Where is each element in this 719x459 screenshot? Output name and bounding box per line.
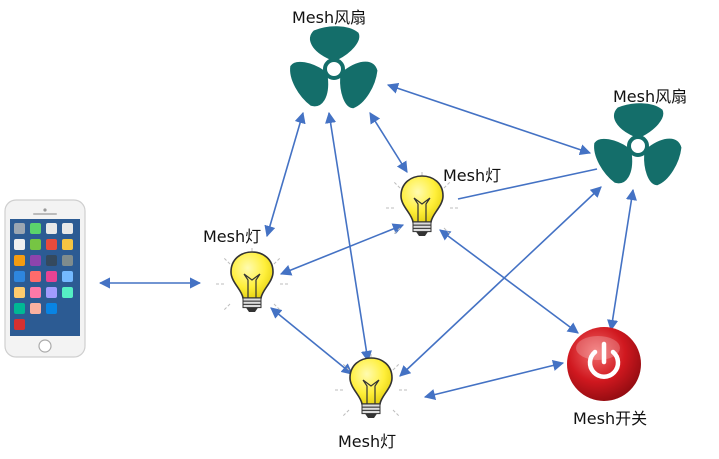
- connections: [98, 82, 637, 401]
- edge-fan-right-switch: [607, 188, 637, 332]
- edge-fan-top-fan-right: [386, 82, 592, 156]
- bulb-middle-label: Mesh灯: [443, 166, 502, 185]
- fan-icon: [586, 101, 689, 191]
- smartphone-icon: [4, 199, 86, 358]
- edge-bulb-middle-switch: [439, 229, 579, 334]
- bulb-bottom-label: Mesh灯: [338, 432, 397, 451]
- edge-bulb-left-bulb-bottom: [270, 307, 353, 375]
- app-icons: [14, 223, 73, 330]
- fan-icon: [282, 24, 385, 114]
- light-bulb-icon: [332, 351, 410, 419]
- power-button-icon: [567, 327, 641, 401]
- edge-fan-top-bulb-left: [264, 111, 306, 238]
- fan-top-label: Mesh风扇: [292, 8, 367, 27]
- edge-fan-top-bulb-middle: [369, 112, 408, 173]
- edge-fan-right-bulb-bottom: [399, 186, 602, 377]
- fan-right-label: Mesh风扇: [613, 87, 688, 106]
- bulb-left-label: Mesh灯: [203, 227, 262, 246]
- switch-label: Mesh开关: [573, 409, 648, 428]
- edge-fan-top-bulb-bottom: [325, 111, 372, 363]
- edge-bulb-bottom-switch: [423, 359, 565, 401]
- edge-bulb-middle-bulb-left: [279, 223, 405, 276]
- light-bulb-icon: [213, 245, 291, 313]
